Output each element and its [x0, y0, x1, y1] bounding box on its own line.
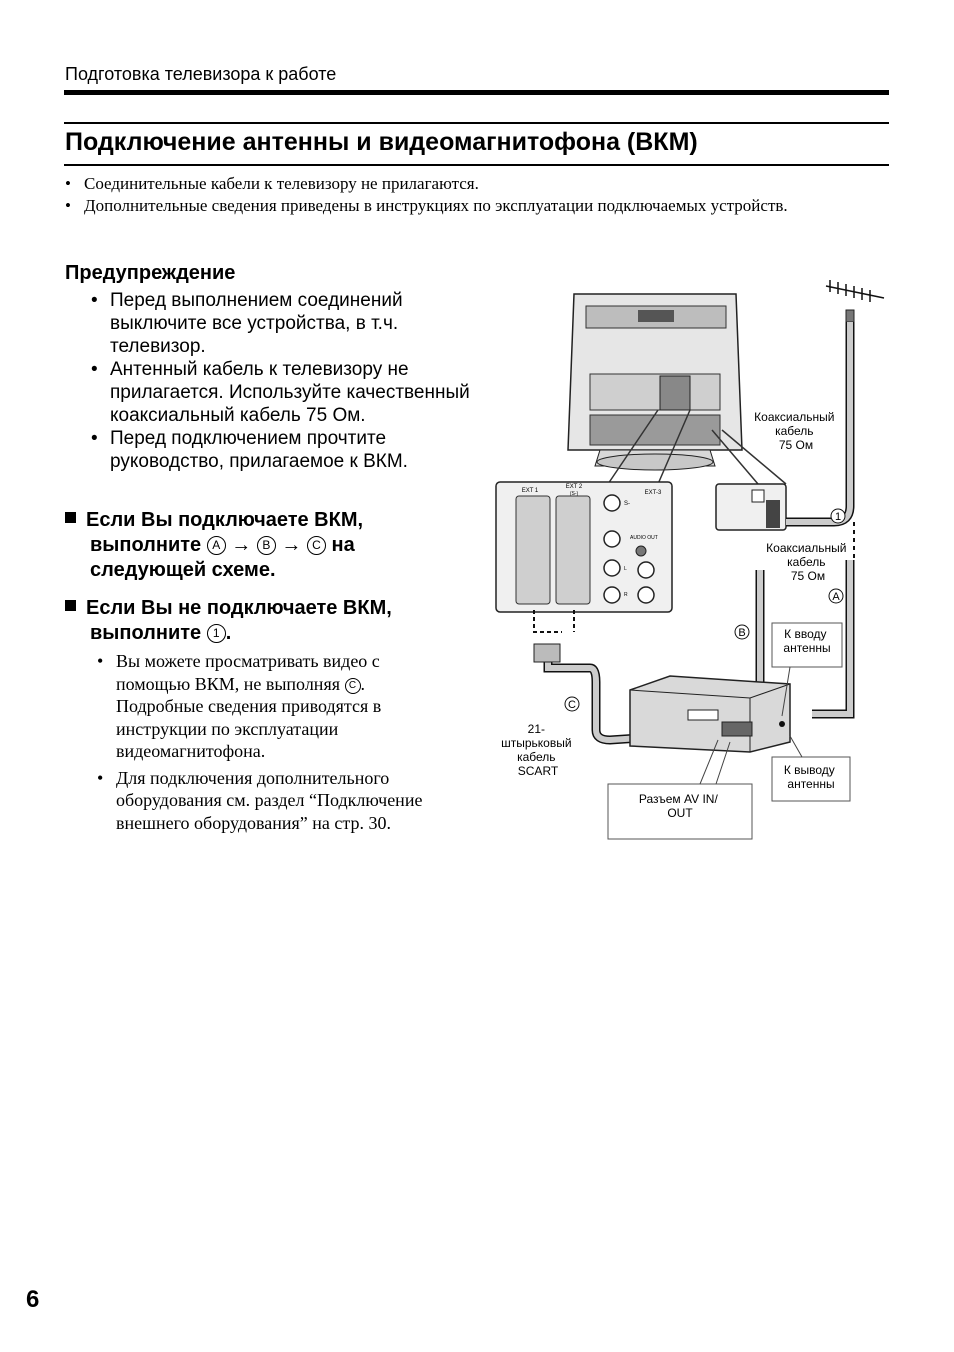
intro-bullet-list: Соединительные кабели к телевизору не пр…	[65, 173, 854, 217]
section-header: Подготовка телевизора к работе	[65, 64, 337, 84]
intro-bullet: Соединительные кабели к телевизору не пр…	[65, 173, 854, 195]
marker-c: C	[568, 699, 576, 711]
with-vcr-heading: Если Вы подключаете ВКМ, выполните A → B…	[65, 508, 465, 583]
audio-out-label: AUDIO OUT	[630, 535, 658, 541]
ext2-label: EXT 2	[566, 484, 583, 490]
notes-list: Вы можете просматривать видео с помощью …	[97, 650, 446, 838]
without-vcr-heading: Если Вы не подключаете ВКМ, выполните 1.	[65, 596, 465, 646]
warning-item: Перед подключением прочтите руководство,…	[91, 427, 470, 473]
intro-bullet: Дополнительные сведения приведены в инст…	[65, 195, 854, 217]
step-c-marker: C	[344, 677, 361, 694]
ext2-sub-label: (S-)	[570, 491, 579, 497]
with-vcr-line2-prefix: выполните	[90, 534, 202, 556]
without-vcr-line1: Если Вы не подключаете ВКМ,	[86, 597, 392, 619]
square-bullet-icon	[65, 600, 76, 611]
terminal-panel: EXT 1 EXT 2 (S-) EXT-3 S- AUDIO OUT L R	[495, 481, 673, 613]
antenna-icon	[825, 280, 885, 323]
coax-cable-mid-label: Коаксиальный кабель 75 Ом	[766, 541, 850, 583]
page-number: 6	[26, 1286, 40, 1313]
svideo-label: S-	[624, 501, 630, 507]
tv-back-illustration	[567, 293, 743, 471]
to-antenna-in-label: К вводу антенны	[783, 627, 830, 655]
marker-b: B	[738, 627, 745, 639]
warning-item: Перед выполнением соединений выключите в…	[91, 289, 470, 358]
with-vcr-line3: следующей схеме.	[90, 559, 276, 581]
title-rule-top	[64, 122, 889, 124]
title-rule-bottom	[64, 164, 889, 166]
warning-item: Антенный кабель к телевизору не прилагае…	[91, 358, 470, 427]
step-a-marker: A	[206, 536, 226, 555]
note1-text: Вы можете просматривать видео с помощью …	[116, 651, 380, 694]
note-item: Вы можете просматривать видео с помощью …	[97, 650, 446, 763]
ext1-label: EXT 1	[522, 488, 539, 494]
step-c-marker: C	[306, 536, 326, 555]
step-1-marker: 1	[206, 624, 226, 643]
left-channel-label: L	[624, 566, 627, 572]
right-channel-label: R	[624, 592, 628, 598]
without-vcr-line2-suffix: .	[225, 622, 232, 644]
page-title: Подключение антенны и видеомагнитофона (…	[65, 128, 698, 156]
with-vcr-line2-suffix: на	[331, 534, 355, 556]
marker-a: A	[832, 591, 840, 603]
note1-text-after: . Подробные сведения приводятся в инстру…	[116, 673, 382, 762]
connection-diagram: EXT 1 EXT 2 (S-) EXT-3 S- AUDIO OUT L R	[495, 280, 885, 840]
without-vcr-line2-prefix: выполните	[90, 622, 202, 644]
av-jack-label: Разъем AV IN/ OUT	[639, 792, 721, 820]
with-vcr-line1: Если Вы подключаете ВКМ,	[86, 509, 364, 531]
marker-1: 1	[835, 511, 841, 523]
coax-cable-top-label: Коаксиальный кабель 75 Ом	[754, 410, 838, 452]
step-b-marker: B	[256, 536, 276, 555]
ext3-label: EXT-3	[645, 490, 662, 496]
antenna-terminal	[715, 483, 787, 531]
warning-list: Перед выполнением соединений выключите в…	[91, 289, 470, 473]
vcr-illustration	[629, 675, 791, 753]
to-antenna-out-label: К выводу антенны	[784, 763, 838, 791]
note-item: Для подключения дополнительного оборудов…	[97, 767, 446, 835]
square-bullet-icon	[65, 512, 76, 523]
arrow-glyph: →	[231, 534, 252, 556]
arrow-glyph: →	[281, 534, 302, 556]
warning-heading: Предупреждение	[65, 262, 236, 284]
scart-cable-label: 21- штырьковый кабель SCART	[501, 722, 575, 778]
header-rule	[64, 90, 889, 95]
